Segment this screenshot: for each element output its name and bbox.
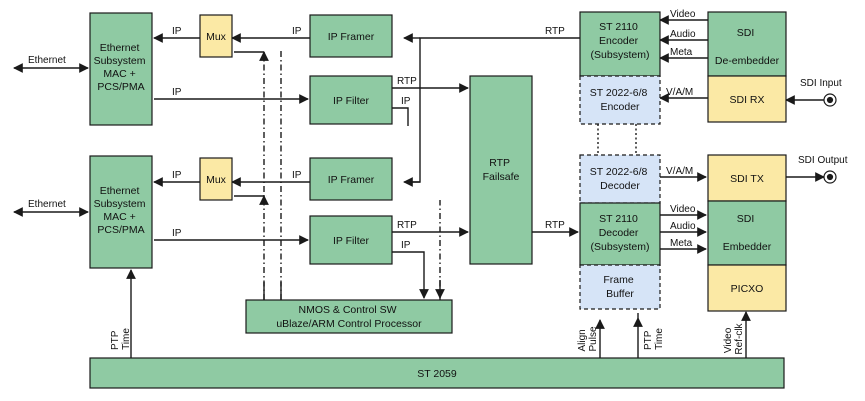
ip-eth2-mux-label: IP [172, 170, 182, 181]
ipframer2-block [309, 157, 393, 201]
vam-top-label: V/A/M [666, 87, 693, 98]
eth2-block [89, 155, 153, 269]
sdirx-text: SDI RX [729, 94, 764, 106]
sdiemb-text: SDI Embedder [723, 213, 772, 253]
filter1-ip-to-nmos [392, 107, 409, 126]
st2022enc-block [579, 75, 661, 125]
connectors [823, 93, 837, 184]
ip-eth2-filter-label: IP [172, 228, 182, 239]
st2059-block [89, 357, 785, 389]
st2110enc-text: ST 2110 Encoder (Subsystem) [591, 21, 650, 61]
video-refclk-label: Video Ref-clk [723, 322, 745, 354]
ip-mux2-framer-label: IP [292, 170, 302, 181]
sditx-block [707, 154, 787, 202]
picxo-text: PICXO [731, 283, 764, 295]
audio-bot-label: Audio [670, 221, 696, 232]
ipfilter1-text: IP Filter [333, 95, 369, 107]
rtp-top-label: RTP [545, 26, 565, 37]
st2110enc-block [579, 11, 661, 77]
ip-filter1-label: IP [401, 96, 411, 107]
ipfilter2-block [309, 215, 393, 265]
ptp-time-right-label: PTP Time [643, 328, 665, 350]
ptp-time-left-label: PTP Time [110, 328, 132, 350]
vam-bot-label: V/A/M [666, 166, 693, 177]
ip-eth1-mux-label: IP [172, 26, 182, 37]
filter2-ip-to-nmos [392, 251, 429, 299]
mux1-text: Mux [206, 31, 227, 43]
rtpfailsafe-block [469, 75, 533, 265]
sdidemb-block [707, 11, 787, 77]
picxo-block [707, 264, 787, 312]
st2110dec-block [579, 202, 661, 266]
rtp-filter2-label: RTP [397, 220, 417, 231]
ip-filter2-label: IP [401, 240, 411, 251]
ipframer2-text: IP Framer [328, 174, 375, 186]
ipframer1-block [309, 14, 393, 58]
st2022enc-text: ST 2022-6/8 Encoder [590, 87, 651, 113]
sditx-text: SDI TX [730, 173, 764, 185]
connections [13, 15, 825, 358]
rtpfailsafe-text: RTP Failsafe [483, 157, 520, 183]
meta-bot-label: Meta [670, 238, 693, 249]
ipfilter1-block [309, 75, 393, 125]
sdi-input-label: SDI Input [800, 78, 842, 89]
sdi-output-label: SDI Output [798, 155, 848, 166]
mux2-block [199, 157, 233, 201]
rtp-filter1-label: RTP [397, 76, 417, 87]
ethernet1-label: Ethernet [28, 55, 66, 66]
mux1-block [199, 14, 233, 58]
sdirx-block [707, 75, 787, 123]
framebuffer-block [579, 264, 661, 310]
meta-top-label: Meta [670, 47, 693, 58]
eth1-block [89, 12, 153, 126]
nmos-text: NMOS & Control SW uBlaze/ARM Control Pro… [276, 304, 422, 330]
eth2-text: Ethernet Subsystem MAC + PCS/PMA [94, 185, 149, 236]
ipframer1-text: IP Framer [328, 31, 375, 43]
ethernet2-label: Ethernet [28, 199, 66, 210]
st2022dec-block [579, 154, 661, 204]
audio-top-label: Audio [670, 29, 696, 40]
framebuffer-text: Frame Buffer [603, 274, 636, 300]
video-top-label: Video [670, 9, 696, 20]
blocks [89, 11, 787, 389]
align-pulse-label: Align Pulse [577, 326, 599, 351]
ipfilter2-text: IP Filter [333, 235, 369, 247]
rtp-dec-label: RTP [545, 220, 565, 231]
st2059-text: ST 2059 [417, 368, 457, 380]
ip-mux1-framer-label: IP [292, 26, 302, 37]
eth1-text: Ethernet Subsystem MAC + PCS/PMA [94, 42, 149, 93]
mux2-text: Mux [206, 174, 227, 186]
nmos-block [245, 299, 453, 334]
sdiemb-block [707, 200, 787, 266]
video-bot-label: Video [670, 204, 696, 215]
ip-eth1-filter-label: IP [172, 87, 182, 98]
st2110dec-text: ST 2110 Decoder (Subsystem) [591, 213, 650, 253]
dotted-links [597, 124, 637, 155]
st2022dec-text: ST 2022-6/8 Decoder [590, 166, 651, 192]
sdidemb-text: SDI De-embedder [715, 27, 780, 67]
